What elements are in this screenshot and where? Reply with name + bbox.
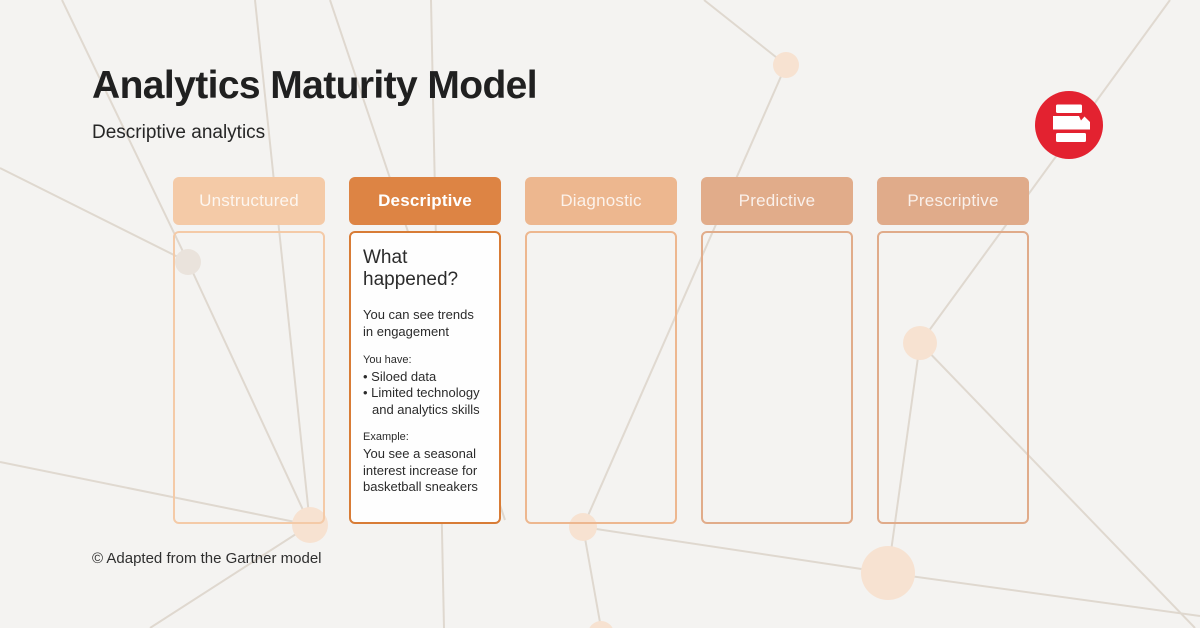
column-body-prescriptive — [877, 231, 1029, 524]
column-label: Descriptive — [378, 191, 472, 210]
card-example-label: Example: — [363, 431, 409, 444]
card-heading: What happened? — [363, 247, 459, 291]
page-title: Analytics Maturity Model — [92, 64, 538, 107]
column-header-descriptive: Descriptive — [349, 177, 501, 225]
column-body-diagnostic — [525, 231, 677, 524]
column-descriptive: Descriptive What happened? You can see t… — [349, 177, 501, 524]
column-body-predictive — [701, 231, 853, 524]
column-label: Diagnostic — [560, 191, 642, 210]
column-label: Unstructured — [199, 191, 299, 210]
column-body-descriptive: What happened? You can see trends in eng… — [349, 231, 501, 524]
column-header-diagnostic: Diagnostic — [525, 177, 677, 225]
page-subtitle: Descriptive analytics — [92, 122, 266, 143]
attribution-note: © Adapted from the Gartner model — [92, 550, 322, 567]
flag-logo-icon — [1035, 91, 1103, 159]
card-have-label: You have: — [363, 353, 412, 366]
card-bullet: Limited technology and analytics skills — [363, 385, 487, 418]
card-bullet: Siloed data — [363, 369, 487, 386]
card-bullet-list: Siloed data Limited technology and analy… — [363, 369, 487, 419]
card-example-text: You see a seasonal interest increase for… — [363, 446, 478, 495]
column-prescriptive: Prescriptive — [877, 177, 1029, 524]
column-body-unstructured — [173, 231, 325, 524]
column-header-unstructured: Unstructured — [173, 177, 325, 225]
column-header-predictive: Predictive — [701, 177, 853, 225]
column-label: Prescriptive — [907, 191, 999, 210]
column-diagnostic: Diagnostic — [525, 177, 677, 524]
column-unstructured: Unstructured — [173, 177, 325, 524]
column-header-prescriptive: Prescriptive — [877, 177, 1029, 225]
card-point: You can see trends in engagement — [363, 307, 474, 339]
brand-logo — [1035, 91, 1103, 159]
column-predictive: Predictive — [701, 177, 853, 524]
column-label: Predictive — [738, 191, 816, 210]
